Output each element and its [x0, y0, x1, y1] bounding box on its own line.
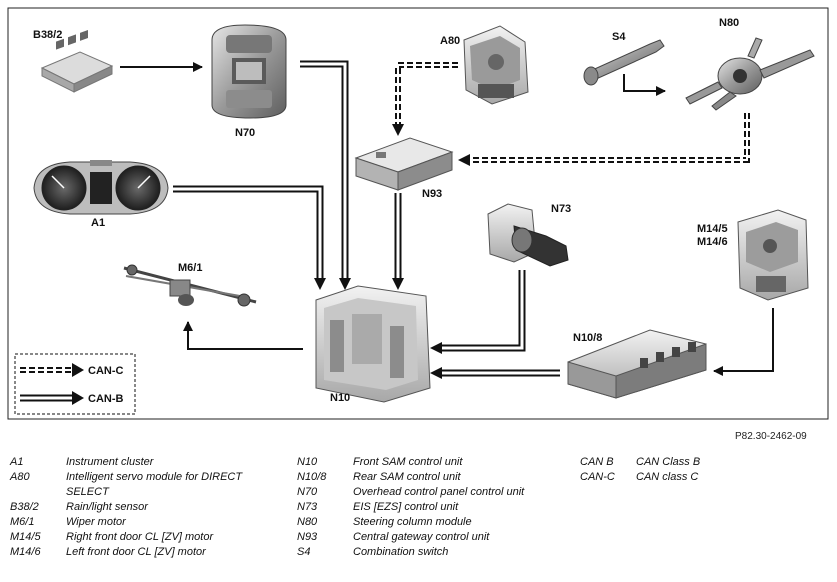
overhead-panel-image [211, 24, 287, 119]
legend-code: CAN-C [580, 471, 615, 483]
label-n73: N73 [551, 203, 571, 215]
legend-description: CAN Class B [636, 456, 701, 468]
legend-description: Front SAM control unit [353, 456, 463, 468]
label-n10: N10 [330, 392, 350, 404]
label-a1: A1 [91, 217, 105, 229]
label-a80: A80 [440, 35, 460, 47]
legend-description: Overhead control panel control unit [353, 486, 525, 498]
arrow-n93-to-n10 [392, 193, 404, 290]
wiper-motor-image [123, 264, 257, 307]
label-n10-8: N10/8 [573, 332, 602, 344]
arrow-m14-to-n10-8 [713, 308, 774, 376]
legend-row: N70 Overhead control panel control unit [297, 485, 528, 500]
arrow-n80-to-n93 [458, 113, 750, 166]
legend-code: A1 [10, 456, 24, 468]
arrow-a80-to-n93 [392, 62, 458, 136]
bus-legend: CAN-C CAN-B [14, 353, 136, 415]
legend-code: M6/1 [10, 516, 35, 528]
instrument-cluster-image [33, 160, 169, 215]
legend-description: Wiper motor [66, 516, 126, 528]
legend-description: Combination switch [353, 546, 449, 558]
legend-row: N10/8 Rear SAM control unit [297, 470, 528, 485]
steering-column-module-image [685, 37, 815, 111]
legend-code: A80 [10, 471, 30, 483]
diagram-frame [7, 7, 829, 420]
combination-switch-image [583, 39, 665, 86]
arrow-n10-to-m6-1 [183, 321, 303, 350]
label-m6-1: M6/1 [178, 262, 202, 274]
legend-code: N73 [297, 501, 318, 513]
legend-code: N80 [297, 516, 318, 528]
legend-description: EIS [EZS] control unit [353, 501, 459, 513]
legend-row: A80 Intelligent servo module for DIRECT S… [10, 470, 246, 500]
legend-code: B38/2 [10, 501, 39, 513]
legend-code: N93 [297, 531, 318, 543]
label-s4: S4 [612, 31, 626, 43]
bus-legend-can-b: CAN-B [20, 391, 123, 405]
legend-code: CAN B [580, 456, 614, 468]
front-sam-image [315, 285, 431, 403]
bus-legend-can-c-label: CAN-C [88, 365, 123, 377]
legend-description: Right front door CL [ZV] motor [66, 531, 214, 543]
legend-code: N10/8 [297, 471, 327, 483]
arrow-a1-to-n10 [173, 185, 326, 290]
legend-code: N70 [297, 486, 318, 498]
legend-row: M6/1 Wiper motor [10, 515, 246, 530]
legend-row: A1 Instrument cluster [10, 455, 246, 470]
legend-description: Central gateway control unit [353, 531, 490, 543]
rear-sam-image [567, 329, 707, 399]
legend-description: Steering column module [353, 516, 472, 528]
label-m14-5: M14/5 [697, 223, 728, 235]
legend-row: CAN B CAN Class B [580, 455, 756, 470]
network-diagram: B38/2 N70 A80 S4 N80 N93 A1 N73 M14/5 M1… [7, 7, 829, 420]
legend-row: B38/2 Rain/light sensor [10, 500, 246, 515]
servo-module-image [463, 25, 529, 105]
label-m14-6: M14/6 [697, 236, 728, 248]
bus-legend-can-c: CAN-C [20, 363, 123, 377]
legend-row: N80 Steering column module [297, 515, 528, 530]
legend-description: Left front door CL [ZV] motor [66, 546, 206, 558]
arrow-n10-8-to-n10 [430, 367, 560, 379]
figure-code: P82.30-2462-09 [735, 431, 807, 442]
label-n70: N70 [235, 127, 255, 139]
legend-description: Rain/light sensor [66, 501, 148, 513]
label-b38-2: B38/2 [33, 29, 62, 41]
legend-code: M14/6 [10, 546, 41, 558]
legend-column-3: CAN B CAN Class B CAN-C CAN class C [580, 455, 756, 485]
legend-description: CAN class C [636, 471, 699, 483]
legend-code: N10 [297, 456, 318, 468]
eis-control-unit-image [487, 203, 569, 267]
legend-description: Rear SAM control unit [353, 471, 461, 483]
arrow-n73-to-n10 [430, 270, 526, 354]
legend-row: M14/6 Left front door CL [ZV] motor [10, 545, 246, 560]
legend-row: N73 EIS [EZS] control unit [297, 500, 528, 515]
legend-description: Instrument cluster [66, 456, 154, 468]
legend-code: S4 [297, 546, 311, 558]
arrow-n70-to-n10 [300, 60, 351, 290]
door-lock-motor-image [737, 209, 809, 301]
rain-light-sensor-image [40, 29, 114, 93]
legend-row: N93 Central gateway control unit [297, 530, 528, 545]
central-gateway-image [354, 137, 454, 191]
legend-row: N10 Front SAM control unit [297, 455, 528, 470]
legend-row: M14/5 Right front door CL [ZV] motor [10, 530, 246, 545]
legend-row: CAN-C CAN class C [580, 470, 756, 485]
bus-legend-can-b-label: CAN-B [88, 393, 123, 405]
legend-code: M14/5 [10, 531, 41, 543]
arrow-s4-to-n80 [623, 74, 666, 96]
legend-row: S4 Combination switch [297, 545, 528, 560]
label-n80: N80 [719, 17, 739, 29]
legend-description: Intelligent servo module for DIRECT SELE… [66, 471, 243, 498]
label-n93: N93 [422, 188, 442, 200]
